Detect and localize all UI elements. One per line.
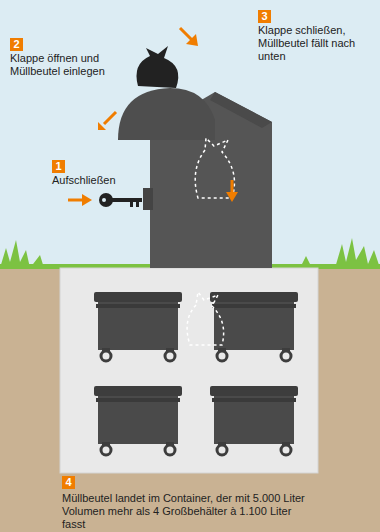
step-text: Klappe öffnen und Müllbeutel einlegen <box>10 52 135 78</box>
waste-bag <box>137 46 179 88</box>
soil <box>0 266 380 532</box>
step-text: Müllbeutel landet im Container, der mit … <box>62 492 312 531</box>
key <box>99 193 142 207</box>
callout-number: 2 <box>10 38 23 51</box>
step-text: Aufschließen <box>52 174 152 187</box>
callout-number: 1 <box>52 160 65 173</box>
collection-column <box>118 88 272 268</box>
underground-chamber <box>60 268 318 473</box>
step-text: Klappe schließen, Müllbeutel fällt nach … <box>258 24 370 63</box>
callout-number: 3 <box>258 10 271 23</box>
callout-number: 4 <box>62 476 75 489</box>
sky <box>0 0 380 268</box>
